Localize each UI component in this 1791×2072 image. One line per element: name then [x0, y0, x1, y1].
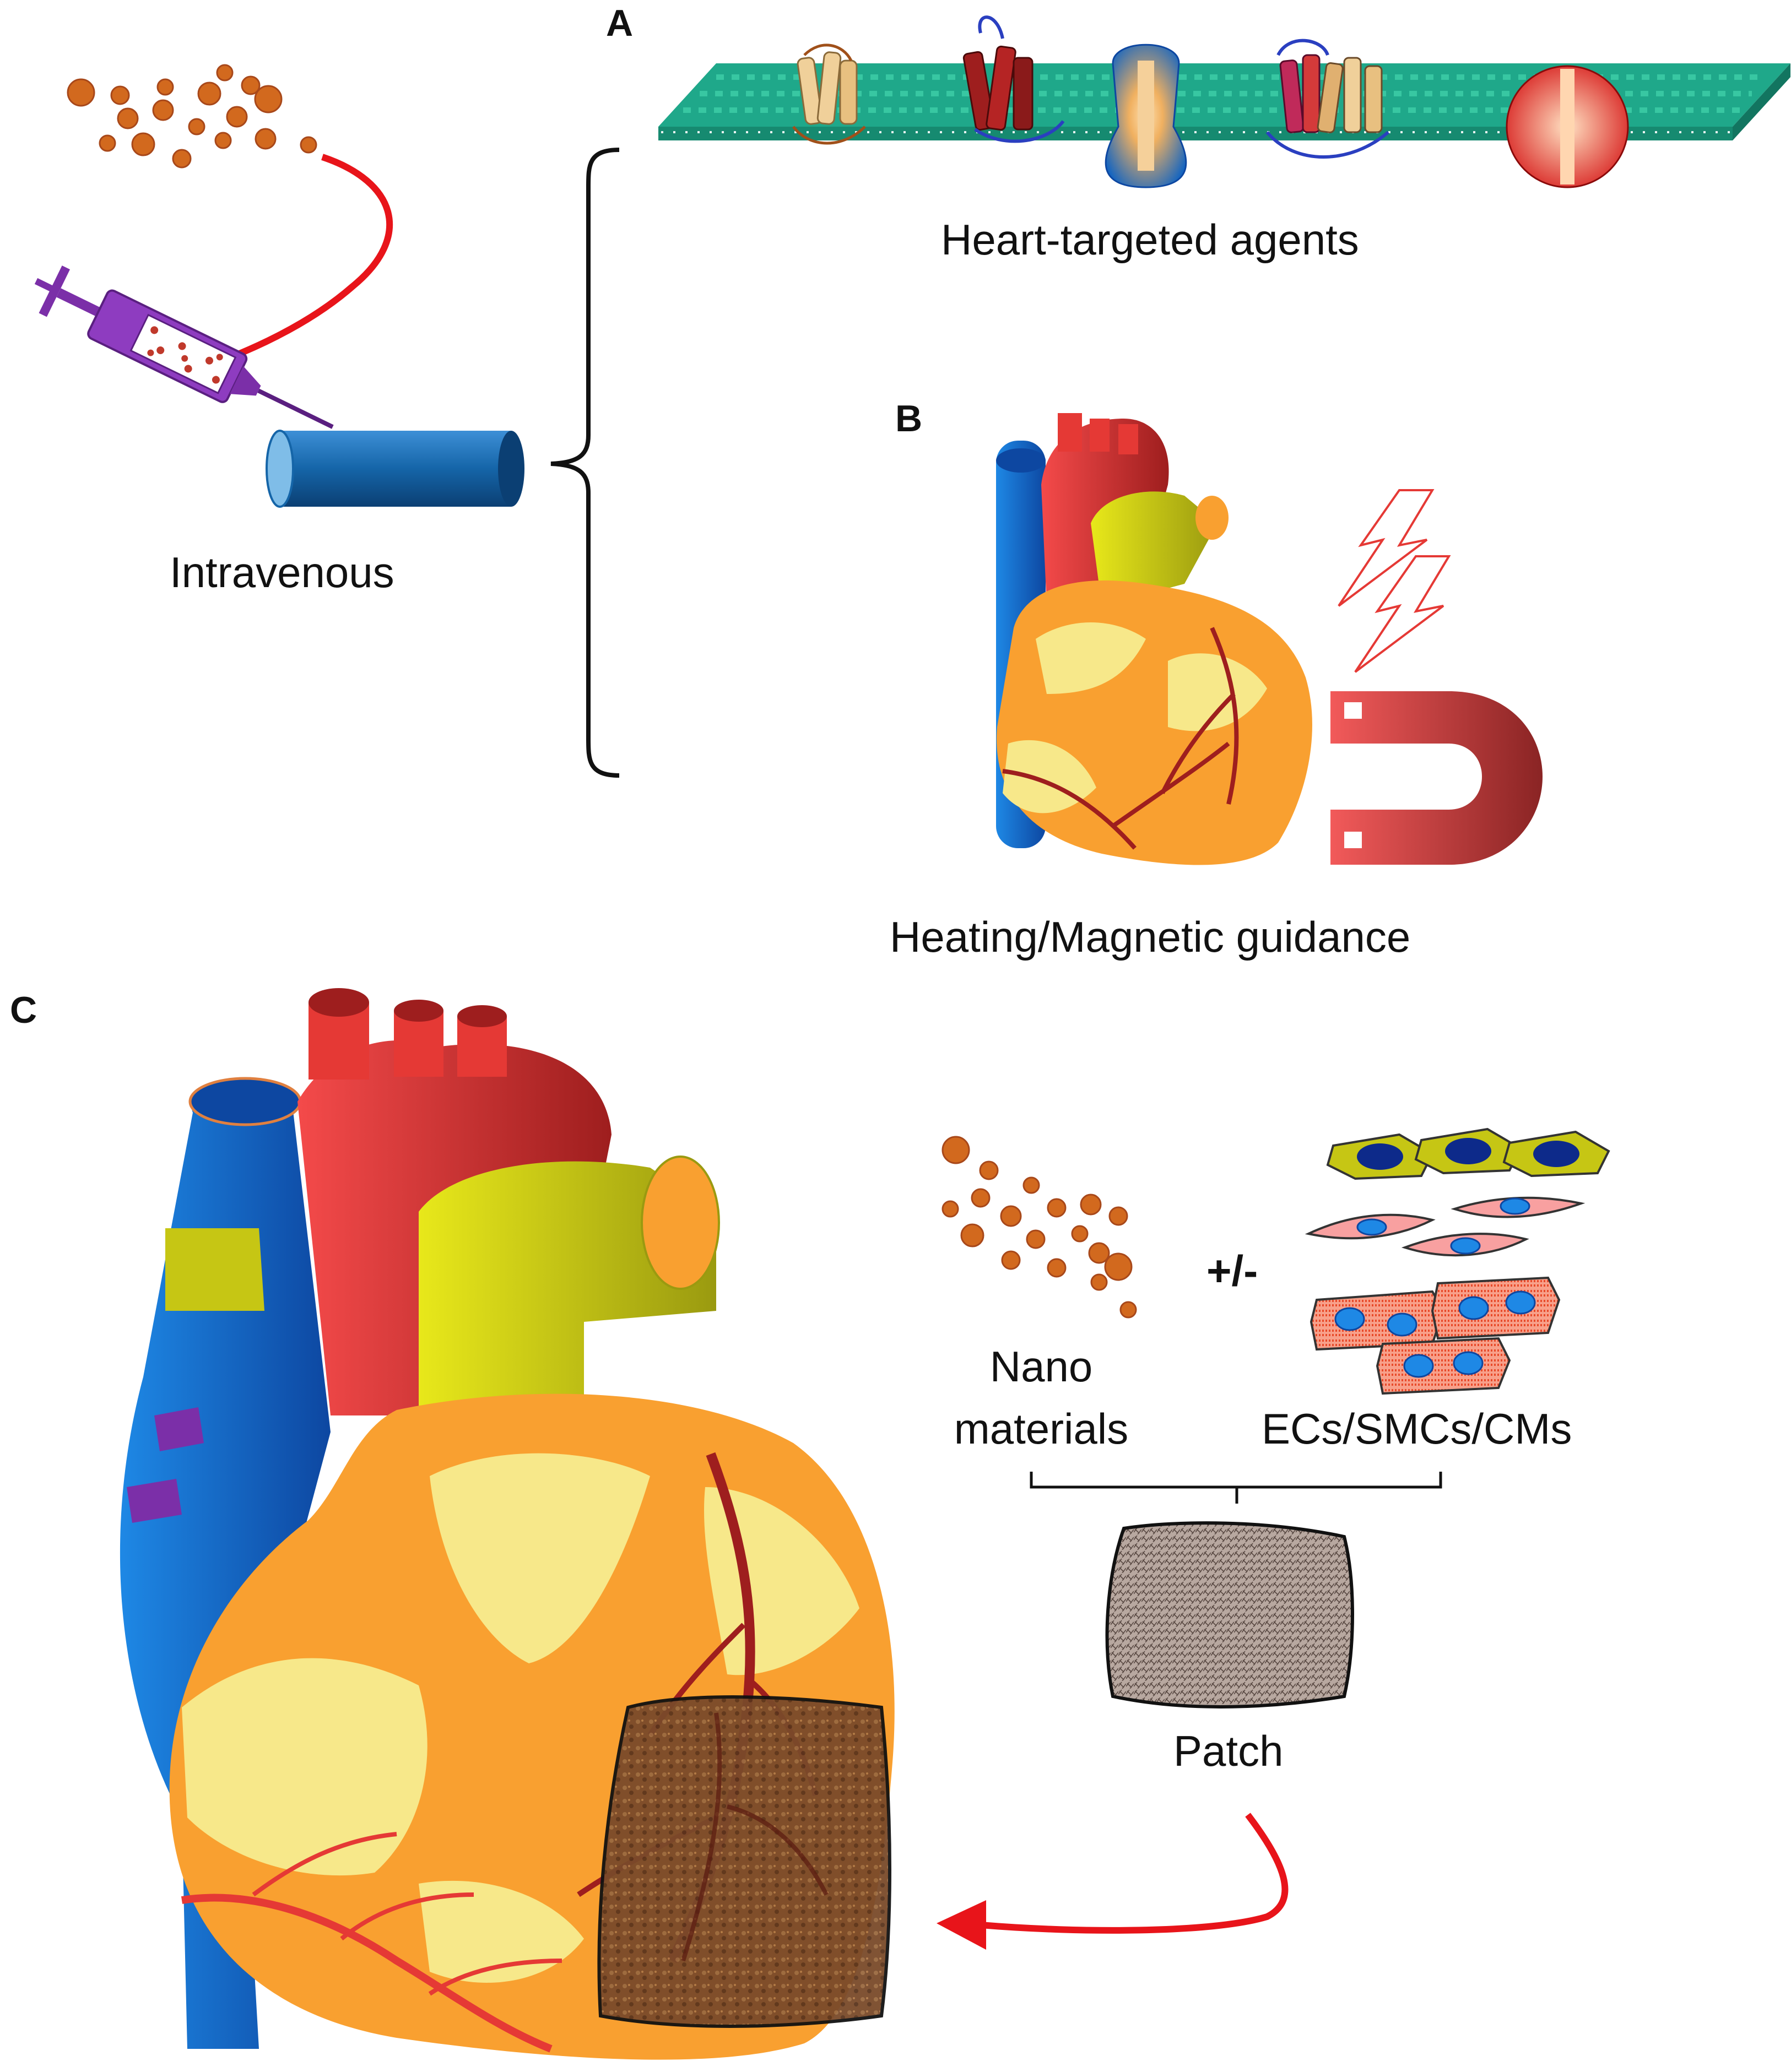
ion-channel-red: [1506, 65, 1629, 188]
magnet-icon: [1330, 691, 1543, 865]
cells-label: ECs/SMCs/CMs: [1262, 1404, 1572, 1453]
application-arrow: [937, 1813, 1289, 1950]
panel-label-c: C: [10, 989, 37, 1031]
cells-icon: [1305, 1127, 1610, 1395]
applied-patch: [597, 1695, 891, 2028]
patch-icon: [1105, 1521, 1354, 1708]
plus-minus-label: +/-: [1206, 1246, 1258, 1295]
lightning-icon: [1338, 489, 1451, 673]
heart-icon: [996, 413, 1312, 865]
membrane-protein-2: [962, 15, 1065, 143]
nano-label-line2: materials: [954, 1404, 1129, 1453]
heart-targeted-label: Heart-targeted agents: [941, 215, 1359, 264]
smooth-muscle-cells: [1305, 1196, 1586, 1257]
nanoparticle-cluster-c: [942, 1136, 1137, 1319]
cardiomyocytes: [1310, 1276, 1561, 1395]
panel-label-a: A: [606, 2, 634, 44]
membrane-protein-3: [1265, 39, 1389, 159]
panel-label-b: B: [895, 398, 923, 440]
intravenous-label: Intravenous: [170, 548, 394, 596]
large-heart-icon: [120, 988, 895, 2060]
nanoparticle-cluster-top: [67, 64, 317, 169]
endothelial-cells: [1326, 1127, 1610, 1180]
patch-label: Patch: [1173, 1727, 1284, 1775]
syringe-icon: [34, 265, 334, 429]
grouping-bracket: [550, 148, 620, 778]
ion-channel-blue: [1105, 44, 1187, 188]
heating-magnetic-label: Heating/Magnetic guidance: [890, 913, 1411, 961]
membrane-protein-1: [792, 44, 866, 145]
blood-vessel-icon: [266, 430, 524, 508]
cell-membrane-icon: [658, 15, 1790, 188]
nano-label-line1: Nano: [989, 1342, 1093, 1391]
combination-bracket: [1030, 1472, 1442, 1504]
